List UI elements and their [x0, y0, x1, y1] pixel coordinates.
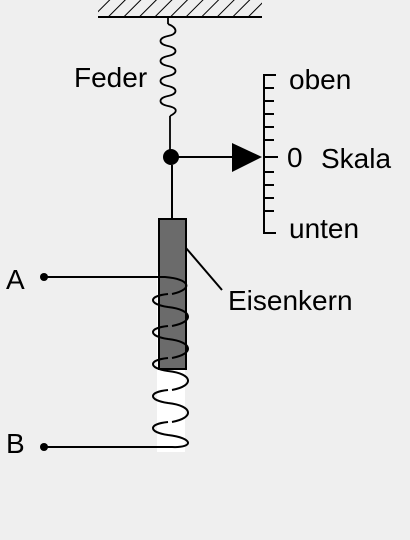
- spring-label: Feder: [74, 62, 147, 93]
- terminal-b-label: B: [6, 428, 25, 459]
- terminal-b-dot: [40, 443, 48, 451]
- coil-windings: [44, 276, 189, 449]
- ceiling: [98, 0, 262, 18]
- scale: [263, 74, 278, 234]
- pointer-arrow: [232, 143, 262, 172]
- pointer-joint: [163, 143, 262, 172]
- scale-zero-label: 0: [287, 142, 303, 173]
- terminal-a-dot: [40, 273, 48, 281]
- core-label-line: [185, 247, 223, 291]
- scale-top-label: oben: [289, 64, 351, 95]
- scale-bottom-label: unten: [289, 213, 359, 244]
- iron-core-label: Eisenkern: [228, 285, 353, 316]
- scale-title-label: Skala: [321, 143, 391, 174]
- spring: [159, 17, 177, 150]
- terminal-a-label: A: [6, 264, 25, 295]
